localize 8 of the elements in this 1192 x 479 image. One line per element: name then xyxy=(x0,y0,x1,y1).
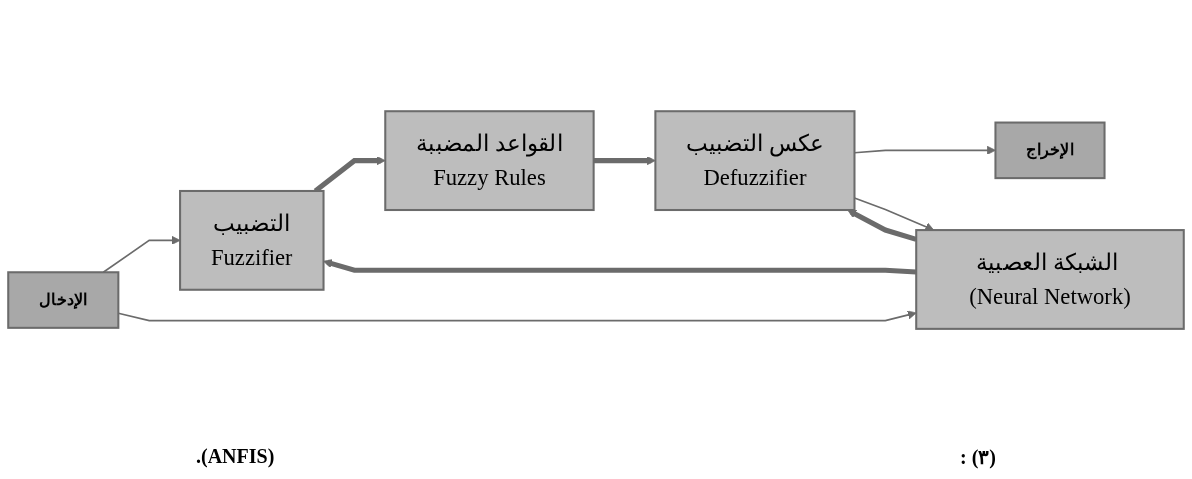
node-box: الشبكة العصبية (Neural Network) xyxy=(915,229,1185,331)
caption-text: : (٣) xyxy=(960,445,996,469)
arrow xyxy=(323,259,917,275)
arrow xyxy=(593,156,656,166)
caption-text: .(ANFIS) xyxy=(196,445,275,469)
node-box: الإدخال xyxy=(7,271,120,330)
arrow xyxy=(847,210,917,243)
node-box: الإخراج xyxy=(994,121,1106,180)
